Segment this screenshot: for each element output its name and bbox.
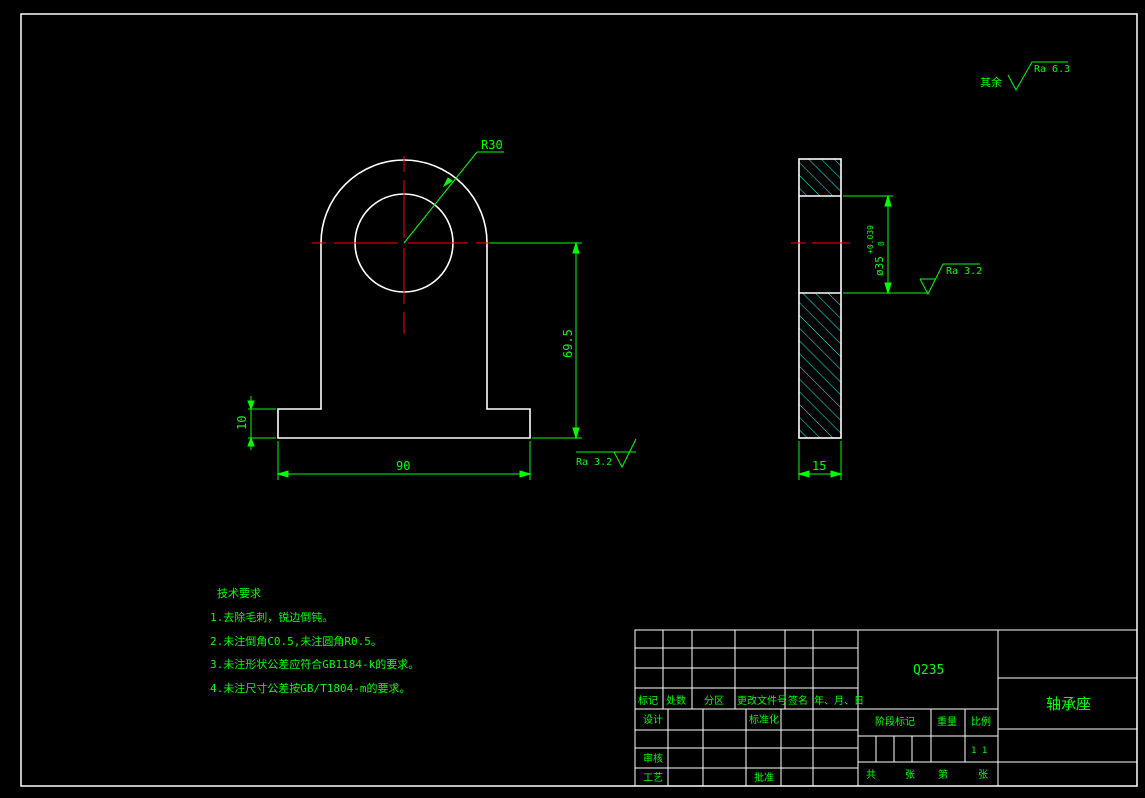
title-block: 标记 处数 分区 更改文件号 签名 年、月、日 设计 标准化 审核 工艺 批准 … [634,629,1138,787]
weight-label: 重量 [937,715,957,728]
header-col: 年、月、日 [814,694,864,707]
tech-requirements: 技术要求 1.去除毛刺，锐边倒钝。 2.未注倒角C0.5,未注圆角R0.5。 3… [210,587,419,695]
roughness-check-icon [1007,61,1068,92]
tech-req-item: 2.未注倒角C0.5,未注圆角R0.5。 [210,634,382,648]
roughness-base-symbol [576,438,637,469]
sheet-nth-label: 第 [938,768,948,781]
base-height-label: 10 [235,416,249,430]
tech-req-item: 1.去除毛刺，锐边倒钝。 [210,610,333,624]
header-col: 标记 [638,695,658,707]
roughness-bore-symbol [919,263,980,296]
header-col: 分区 [704,695,724,707]
hatch-bottom [799,293,841,438]
width-dim-label: 90 [396,459,410,473]
header-col: 处数 [666,694,686,707]
bore-tol-upper: +0.039 [866,225,875,254]
stage-mark-label: 阶段标记 [875,715,915,728]
design-label: 设计 [643,713,663,726]
roughness-bore-label: Ra 3.2 [946,266,982,277]
thickness-dim-label: 15 [812,459,826,473]
side-view: ø35 +0.039 0 Ra 3.2 15 [791,158,982,480]
part-name-label: 轴承座 [1046,695,1091,713]
roughness-base-label: Ra 3.2 [576,457,612,468]
roughness-other-symbol [1007,61,1068,92]
tech-req-item: 3.未注形状公差应符合GB1184-k的要求。 [210,657,419,671]
header-col: 更改文件号 [737,694,787,707]
roughness-other-label: 其余 [980,75,1002,89]
height-dim-label: 69.5 [561,329,575,358]
hatch-top [799,159,841,196]
roughness-other-value: Ra 6.3 [1034,64,1070,75]
tech-req-title: 技术要求 [217,587,261,600]
front-view: R30 69.5 10 90 [235,138,637,480]
front-centerlines [312,156,496,334]
process-label: 工艺 [643,772,663,784]
radius-leader [403,151,504,244]
bore-dimension [843,194,928,295]
sheet-unit-label: 张 [905,769,915,781]
header-col: 签名 [788,694,808,707]
scale-label: 比例 [971,715,991,728]
radius-label: R30 [481,138,503,152]
bore-tol-lower: 0 [877,241,886,246]
scale-marks: 1 1 [971,746,987,756]
material-label: Q235 [913,663,944,678]
sheet-unit-label: 张 [978,769,988,781]
drawing-frame [20,13,1138,787]
base-height-dimension [247,396,276,450]
sheets-total-label: 共 [866,769,876,781]
side-outline [798,158,842,439]
title-block-grid [634,629,1138,787]
review-label: 审核 [643,752,663,765]
tech-req-item: 4.未注尺寸公差按GB/T1804-m的要求。 [210,681,410,695]
approve-label: 批准 [754,771,774,784]
thickness-dimension [797,441,843,480]
height-dimension [490,241,582,440]
bracket-outline [277,159,531,439]
width-dimension [276,441,532,480]
bore-dim-label: ø35 [873,256,886,276]
standardize-label: 标准化 [749,713,779,726]
